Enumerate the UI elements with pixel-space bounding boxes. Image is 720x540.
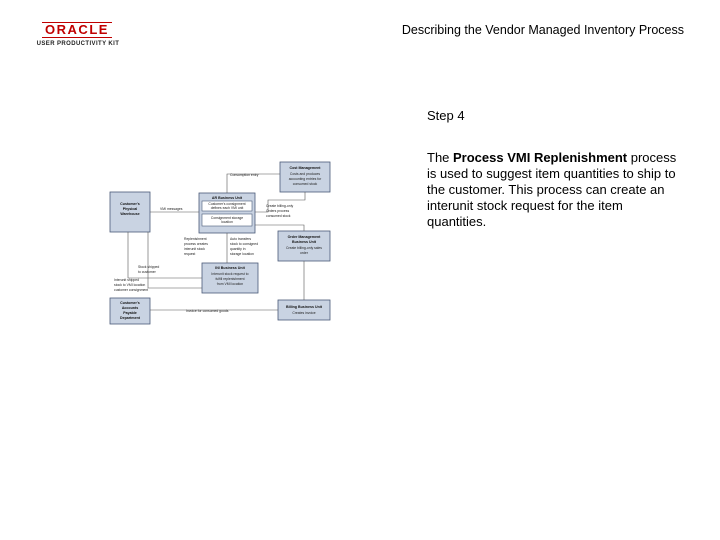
label-bill-only-1: Create billing-only	[266, 204, 293, 208]
label-replenishment-4: request	[184, 252, 195, 256]
step-label: Step 4	[427, 108, 465, 123]
vmi-process-diagram: Customer's Physical Warehouse AR Busines…	[109, 161, 331, 325]
step-description-process-name: Process VMI Replenishment	[453, 150, 628, 165]
cost-mgmt-line1: Costs and produces	[290, 172, 320, 176]
label-consumption: Consumption entry	[230, 173, 259, 177]
step-description: The Process VMI Replenishment process is…	[427, 150, 685, 230]
cost-mgmt-line2: accounting entries for	[289, 177, 322, 181]
cost-mgmt-title: Cost Management	[290, 166, 322, 170]
box-ar-business-unit: AR Business Unit Customer's consignment …	[198, 192, 256, 234]
label-interunit-shipped-3: customer consignment	[114, 288, 148, 292]
upk-logo-subtitle: USER PRODUCTIVITY KIT	[36, 41, 120, 47]
box-order-management: Order Management Business Unit Create bi…	[277, 230, 331, 262]
in-unit-line1: Interunit stock request to	[211, 272, 248, 276]
billing-line1: Creates invoice	[292, 311, 315, 315]
order-mgmt-title-line2: Business Unit	[292, 240, 317, 244]
label-stock-shipped-2: to customer	[138, 270, 157, 274]
label-replenishment-3: interunit stock	[184, 247, 205, 251]
label-auto-transfer-1: Auto transfers	[230, 237, 251, 241]
in-unit-line3: from VMI location	[217, 282, 243, 286]
oracle-upk-logo: ORACLE USER PRODUCTIVITY KIT	[32, 22, 124, 47]
label-interunit-shipped-1: Interunit shipped	[114, 278, 139, 282]
label-bill-only-2: Orders process	[266, 209, 289, 213]
label-replenishment-2: process creates	[184, 242, 208, 246]
ar-unit-inner1-line1: Customer's consignment	[208, 202, 245, 206]
order-mgmt-line1: Create billing-only sales	[286, 246, 322, 250]
order-mgmt-title-line1: Order Management	[288, 235, 322, 239]
step-description-body: process is used to suggest item quantiti…	[427, 150, 677, 229]
in-unit-title: IN/ Business Unit	[215, 266, 245, 270]
label-bill-only-3: consumed stock	[266, 214, 291, 218]
label-auto-transfer-2: stock to consigned	[230, 242, 258, 246]
customer-warehouse-line3: Warehouse	[120, 212, 139, 216]
page-title: Describing the Vendor Managed Inventory …	[401, 23, 684, 37]
step-description-prefix: The	[427, 150, 454, 165]
customer-warehouse-line1: Customer's	[120, 202, 140, 206]
box-cost-management: Cost Management Costs and produces accou…	[279, 161, 331, 193]
ar-unit-inner2-line2: location	[221, 220, 233, 224]
box-customer-payables: Customer's Accounts Payable Department	[109, 297, 151, 325]
payables-line2: Accounts	[122, 306, 138, 310]
label-auto-transfer-3: quantity in	[230, 247, 246, 251]
diagram-connectors	[127, 173, 306, 311]
label-vmi-messages: VMI messages	[160, 207, 183, 211]
label-stock-shipped-1: Stock shipped	[138, 265, 159, 269]
label-replenishment-1: Replenishment	[184, 237, 207, 241]
cost-mgmt-line3: consumed stock	[293, 182, 318, 186]
ar-unit-inner1-line2: defines each VMI unit	[211, 206, 244, 210]
billing-title: Billing Business Unit	[286, 305, 323, 309]
label-interunit-shipped-2: stock to VMI location	[114, 283, 145, 287]
box-billing-business-unit: Billing Business Unit Creates invoice	[277, 299, 331, 321]
box-in-business-unit: IN/ Business Unit Interunit stock reques…	[201, 262, 259, 294]
customer-warehouse-line2: Physical	[123, 207, 138, 211]
label-auto-transfer-4: storage location	[230, 252, 254, 256]
payables-line3: Payable	[123, 311, 137, 315]
ar-unit-title: AR Business Unit	[212, 196, 243, 200]
payables-line4: Department	[120, 316, 141, 320]
payables-line1: Customer's	[120, 301, 140, 305]
order-mgmt-line2: order	[300, 251, 309, 255]
in-unit-line2: fulfill replenishment	[215, 277, 244, 281]
box-customer-warehouse: Customer's Physical Warehouse	[109, 191, 151, 233]
oracle-logo-text: ORACLE	[42, 22, 112, 38]
label-invoice: Invoice for consumed goods	[186, 309, 229, 313]
ar-unit-inner2-line1: Consignment storage	[211, 216, 243, 220]
